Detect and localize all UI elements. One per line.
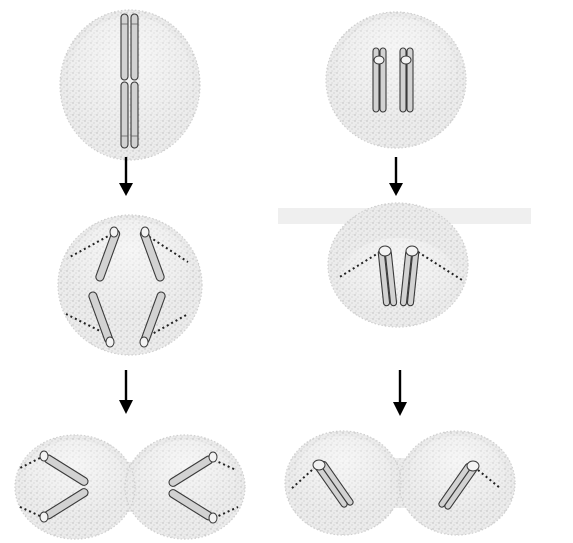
arrow-right-1 <box>389 157 403 196</box>
daughter-cells-right <box>285 431 515 535</box>
cell-right-top <box>326 12 466 148</box>
arrow-left-1 <box>119 157 133 196</box>
daughter-cells-left <box>15 435 245 539</box>
cell-left-top <box>60 10 200 160</box>
chromosome-pair-a <box>373 48 386 112</box>
cell-left-middle <box>58 215 202 355</box>
chromosome-pair-b <box>400 48 413 112</box>
arrow-left-2 <box>119 370 133 414</box>
arrow-right-2 <box>393 370 407 416</box>
cell-right-middle <box>278 203 531 327</box>
